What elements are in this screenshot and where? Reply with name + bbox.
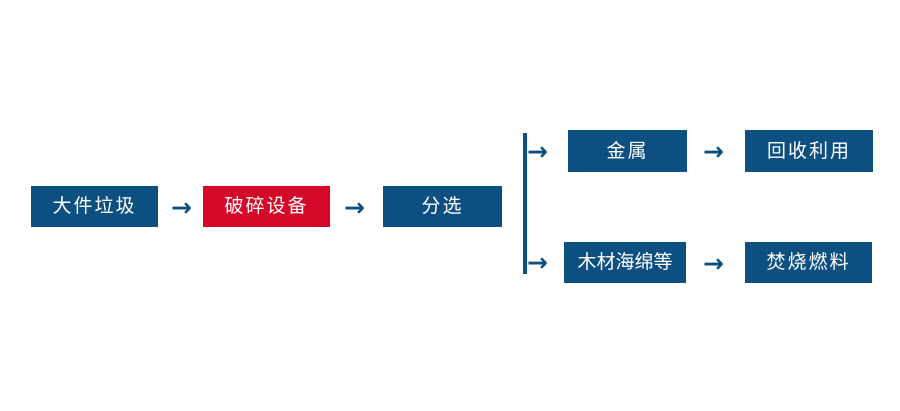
- node-label-metal: 金属: [606, 139, 649, 162]
- node-metal[interactable]: 金属: [568, 130, 687, 172]
- arrow-right-icon-main-2: →: [344, 192, 365, 222]
- node-label-crushing-equipment: 破碎设备: [224, 195, 309, 217]
- arrow-right-icon-main-1: →: [171, 192, 192, 222]
- node-label-incineration-fuel: 焚烧燃料: [766, 251, 851, 273]
- node-label-wood-sponge-etc: 木材海绵等: [577, 251, 673, 273]
- arrow-right-icon-bottom-material: →: [703, 248, 724, 278]
- branch-split-bar: [523, 133, 527, 274]
- arrow-right-icon-branch-bottom: →: [527, 247, 548, 277]
- node-label-bulky-waste: 大件垃圾: [52, 195, 137, 217]
- node-label-recycling-reuse: 回收利用: [766, 139, 851, 162]
- arrow-right-icon-branch-top: →: [527, 136, 548, 166]
- arrow-right-icon-top-material: →: [703, 136, 724, 166]
- node-crushing-equipment[interactable]: 破碎设备: [203, 186, 330, 227]
- node-label-sorting: 分选: [421, 195, 464, 217]
- node-incineration-fuel[interactable]: 焚烧燃料: [745, 242, 872, 283]
- node-sorting[interactable]: 分选: [383, 186, 502, 227]
- node-wood-sponge-etc[interactable]: 木材海绵等: [564, 242, 686, 283]
- node-bulky-waste[interactable]: 大件垃圾: [31, 186, 158, 227]
- node-recycling-reuse[interactable]: 回收利用: [745, 130, 873, 172]
